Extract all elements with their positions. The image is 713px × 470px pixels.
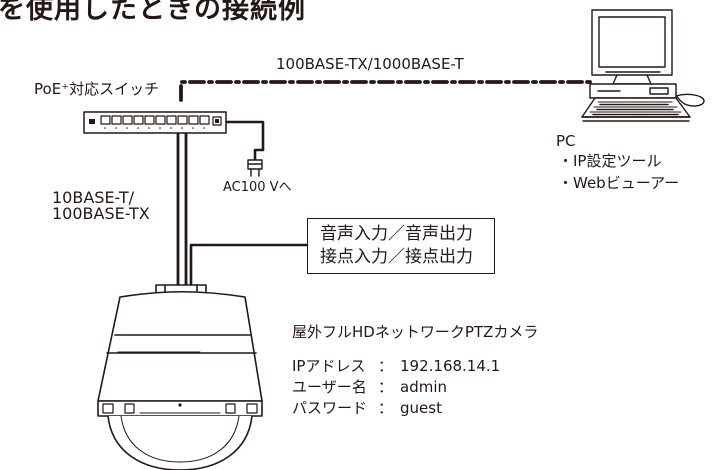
audio-io-line2: 接点入力／接点出力 xyxy=(320,247,473,267)
pc-item-ip-tool: ・IP設定ツール xyxy=(558,152,662,170)
ip-address-label: IPアドレス xyxy=(292,357,366,375)
camera-link-label-line2: 100BASE-TX xyxy=(52,204,150,223)
pc-icon xyxy=(581,9,705,122)
ptz-camera-icon xyxy=(97,284,263,470)
pc-label: PC xyxy=(556,132,576,150)
ip-address-value: 192.168.14.1 xyxy=(400,357,501,375)
password-label: パスワード xyxy=(292,399,368,417)
password-separator: ： xyxy=(378,399,394,417)
page-title: を使用したときの接続例 xyxy=(0,0,306,25)
audio-cable xyxy=(189,243,309,289)
pc-link-line xyxy=(179,80,594,102)
power-label: AC100 Vへ xyxy=(223,180,292,195)
username-separator: ： xyxy=(378,378,394,396)
switch-label: PoE⁺対応スイッチ xyxy=(34,80,160,98)
username-value: admin xyxy=(400,378,447,396)
poe-switch-icon xyxy=(83,111,227,134)
audio-io-line1: 音声入力／音声出力 xyxy=(320,224,473,244)
camera-link-label-line1: 10BASE-T/ xyxy=(52,188,135,207)
pc-link-label: 100BASE-TX/1000BASE-T xyxy=(276,55,464,73)
power-cable xyxy=(222,120,265,162)
ip-address-separator: ： xyxy=(378,357,394,375)
power-plug-icon xyxy=(247,159,263,177)
username-label: ユーザー名 xyxy=(292,378,367,396)
camera-name: 屋外フルHDネットワークPTZカメラ xyxy=(292,323,539,341)
pc-item-web-viewer: ・Webビューアー xyxy=(558,174,680,192)
audio-io-box: 音声入力／音声出力 接点入力／接点出力 xyxy=(307,218,495,274)
password-value: guest xyxy=(400,399,442,417)
